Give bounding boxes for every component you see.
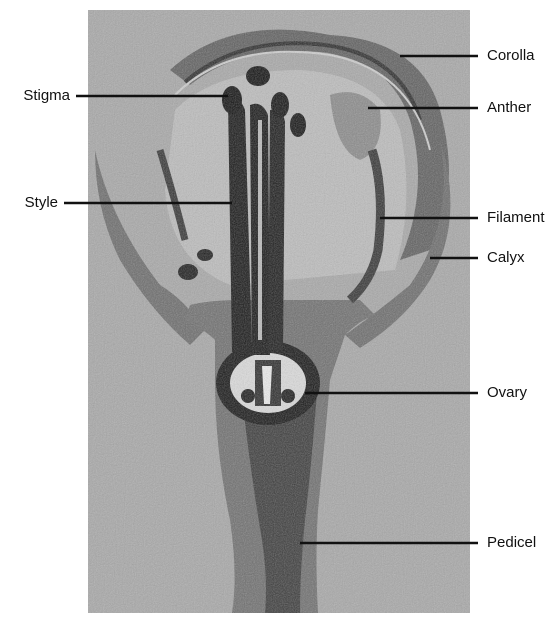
- label-pedicel: Pedicel: [487, 534, 536, 552]
- label-ovary: Ovary: [487, 384, 527, 402]
- label-corolla: Corolla: [487, 47, 535, 65]
- label-anther: Anther: [487, 99, 531, 117]
- label-style: Style: [0, 194, 58, 212]
- label-filament: Filament: [487, 209, 545, 227]
- label-stigma: Stigma: [0, 87, 70, 105]
- label-calyx: Calyx: [487, 249, 525, 267]
- micrograph: [88, 10, 470, 613]
